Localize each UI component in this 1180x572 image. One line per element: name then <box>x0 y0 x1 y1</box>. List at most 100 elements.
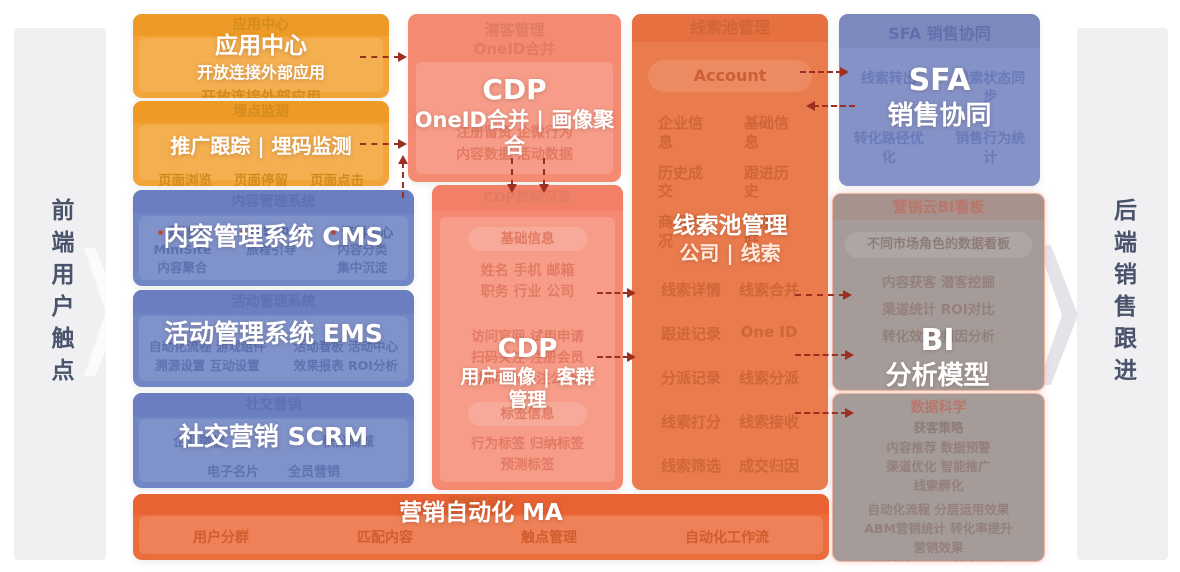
cdp-oneid-ghost-row: 内容数据 活动数据 <box>456 147 573 163</box>
cms-column-title: 内容中心 <box>250 226 303 241</box>
cdp-profile-body: 基础信息 姓名 手机 邮箱 职务 行业 公司 访问官网 试用申请 扫码关注 注册… <box>440 217 615 482</box>
scrm-block: 社交营销 企业微信 积分商城 电子名片 全员营销 社交营销 SCRM <box>133 393 414 488</box>
bi-dashboard-rows: 内容获客 潜客挖掘 渠道统计 ROI对比 转化效果 归因分析 <box>833 270 1044 351</box>
ems-item-row: 溯源设置 互动设置 <box>155 358 260 373</box>
arrow-cms-to-cdp-icon <box>398 155 408 198</box>
cdp-basic-info-pill: 基础信息 <box>468 227 587 251</box>
tracking-item: 页面点击 <box>310 173 364 186</box>
lead-list-grid: 线索详情 线索合并 跟进记录 One ID 分派记录 线索分派 线索打分 线索接… <box>632 279 828 476</box>
lead-info-cell: 跟进历史 <box>744 163 790 201</box>
arrow-tracking-to-cdp-icon <box>360 139 407 149</box>
cdp-oneid-header-line1: 潜客管理 <box>484 21 545 39</box>
bi-dashboard-header: 营销云BI看板 <box>833 194 1044 220</box>
sfa-item: 销售行为统计 <box>955 131 1026 166</box>
cms-item: 内容聚合 <box>157 260 208 275</box>
cdp-ghost-row: 访问官网 试用申请 <box>471 329 584 345</box>
lead-list-cell: 线索详情 <box>660 281 721 299</box>
lead-info-cell: 基础信息 <box>744 114 790 151</box>
arrow-cdp-to-cdpdata-icon <box>507 158 517 193</box>
scrm-item: 电子名片 <box>207 465 260 480</box>
cms-block: 内容管理系统 落地页 MiniSite 内容聚合 内容中心 旅程引导 资料中心 … <box>133 190 414 286</box>
arrow-leadpool-to-sfa-icon <box>800 67 849 77</box>
bi-row: 自动化流程 分层运用效果 <box>867 502 1010 517</box>
app-center-header: 应用中心 <box>133 14 389 36</box>
sfa-item: 转化路径优化 <box>853 131 924 166</box>
front-touchpoint-label: 前端用户触点 <box>47 198 73 390</box>
bullet-icon <box>331 230 337 235</box>
lead-list-cell: 线索分派 <box>738 369 799 387</box>
bi-row: 内容获客 潜客挖掘 <box>882 275 995 291</box>
cdp-oneid-header-line2: OneID合并 <box>473 40 556 58</box>
backend-sales-label: 后端销售跟进 <box>1109 198 1136 390</box>
bi-row: 线索孵化 <box>913 478 964 493</box>
cms-body: 落地页 MiniSite 内容聚合 内容中心 旅程引导 资料中心 内容分类 集中… <box>139 216 408 280</box>
bi-datascience-block: 数据科学 获客策略 内容推荐 数据预警 渠道优化 智能推广 线索孵化 自动化流程… <box>832 393 1045 562</box>
lead-list-cell: 分派记录 <box>660 369 721 387</box>
lead-list-cell: 线索合并 <box>738 281 799 299</box>
lead-pool-header: 线索池管理 <box>632 14 828 42</box>
ems-header: 活动管理系统 <box>133 290 414 314</box>
lead-info-cell: 企业信息 <box>658 114 704 151</box>
lead-list-cell: 成交归因 <box>738 457 799 475</box>
app-center-ghost-text: 开放连接外部应用 <box>200 88 321 98</box>
cms-header: 内容管理系统 <box>133 190 414 214</box>
cdp-ghost-row: 扫码关注 注册会员 <box>471 350 584 366</box>
cdp-ghost-row: 行为标签 归纳标签 <box>471 436 584 452</box>
arrow-leadpool-to-bi-icon <box>795 350 854 360</box>
backend-sales-panel: 后端销售跟进 <box>1077 28 1168 560</box>
account-pill: Account <box>648 60 812 92</box>
tracking-block: 埋点监测 页面浏览 页面停留 页面点击 推广跟踪 | 埋码监测 <box>133 101 389 186</box>
ems-right-items: 活动看板 活动中心 效果报表 ROI分析 <box>294 337 398 375</box>
bi-row: ABM营销统计 转化率提升 <box>864 521 1013 536</box>
bi-datascience-rows: 内容推荐 数据预警 渠道优化 智能推广 线索孵化 自动化流程 分层运用效果 AB… <box>833 438 1044 561</box>
lead-info-grid: 企业信息 基础信息 历史成交 跟进历史 商机情况 需求偏好 <box>632 114 828 251</box>
front-touchpoint-panel: 前端用户触点 <box>14 28 106 560</box>
bi-row: 转化效果 归因分析 <box>882 329 995 345</box>
lead-list-cell: 线索筛选 <box>660 457 721 475</box>
ma-item: 匹配内容 <box>357 530 413 546</box>
ems-block: 活动管理系统 自动化流程 游戏组件 溯源设置 互动设置 活动看板 活动中心 效果… <box>133 290 414 387</box>
sfa-item: 线索状态同步 <box>955 71 1026 106</box>
ems-left-items: 自动化流程 游戏组件 溯源设置 互动设置 <box>149 337 266 375</box>
ma-block: 营销自动化 用户分群 匹配内容 触点管理 自动化工作流 营销自动化 MA <box>133 494 829 560</box>
arrow-leadpool-to-bi-icon <box>795 290 852 300</box>
ems-item-row: 自动化流程 游戏组件 <box>149 339 266 354</box>
tracking-item: 页面停留 <box>234 173 288 186</box>
lead-info-cell: 商机情况 <box>658 213 704 250</box>
cms-item: 内容分类 <box>337 242 388 257</box>
arrow-appcenter-to-cdp-icon <box>360 52 407 62</box>
tracking-body: 页面浏览 页面停留 页面点击 <box>139 125 383 186</box>
arrow-cdpdata-to-leadpool-icon <box>597 352 636 362</box>
bi-row: 渠道统计 ROI对比 <box>882 302 995 318</box>
lead-info-cell: 历史成交 <box>658 163 704 201</box>
scrm-body: 企业微信 积分商城 电子名片 全员营销 <box>139 419 408 482</box>
cms-column-title: 资料中心 <box>341 226 394 241</box>
cms-item: MiniSite <box>153 242 212 257</box>
sfa-items: 线索转出 线索状态同步 转化路径优化 销售行为统计 <box>839 70 1040 167</box>
cms-column: 内容中心 旅程引导 <box>240 222 302 280</box>
bi-dashboard-subtitle: 不同市场角色的数据看板 <box>845 232 1032 258</box>
scrm-item: 积分商城 <box>321 435 374 450</box>
cdp-ghost-row: 参加问卷 关注公众号 <box>464 371 591 387</box>
cdp-ghost-row: 姓名 手机 邮箱 <box>480 263 575 279</box>
cdp-oneid-ghost-row: 注册留资 企微行为 <box>456 125 573 141</box>
lead-list-cell: One ID <box>740 323 798 341</box>
cdp-ghost-row: 职务 行业 公司 <box>480 284 575 300</box>
cms-column: 落地页 MiniSite 内容聚合 <box>154 222 212 280</box>
app-center-body: 开放连接外部应用 <box>139 38 383 98</box>
cms-item: 集中沉淀 <box>337 260 388 275</box>
cms-column: 资料中心 内容分类 集中沉淀 <box>331 222 393 280</box>
ems-body: 自动化流程 游戏组件 溯源设置 互动设置 活动看板 活动中心 效果报表 ROI分… <box>139 316 408 381</box>
cms-item: 旅程引导 <box>246 242 297 257</box>
ma-item: 触点管理 <box>521 530 577 546</box>
arrow-sfa-to-leadpool-icon <box>806 101 855 111</box>
bullet-icon <box>157 230 163 235</box>
bi-row: 营销活动ROI 触点分析 <box>833 557 1044 561</box>
bi-datascience-header: 数据科学 <box>910 400 967 416</box>
lead-list-cell: 线索打分 <box>660 413 721 431</box>
cdp-oneid-ghost-header: 潜客管理 OneID合并 <box>408 14 621 59</box>
sfa-header: SFA 销售协同 <box>839 14 1040 48</box>
lead-info-cell: 需求偏好 <box>744 213 790 250</box>
bi-dashboard-block: 营销云BI看板 不同市场角色的数据看板 内容获客 潜客挖掘 渠道统计 ROI对比… <box>832 193 1045 391</box>
